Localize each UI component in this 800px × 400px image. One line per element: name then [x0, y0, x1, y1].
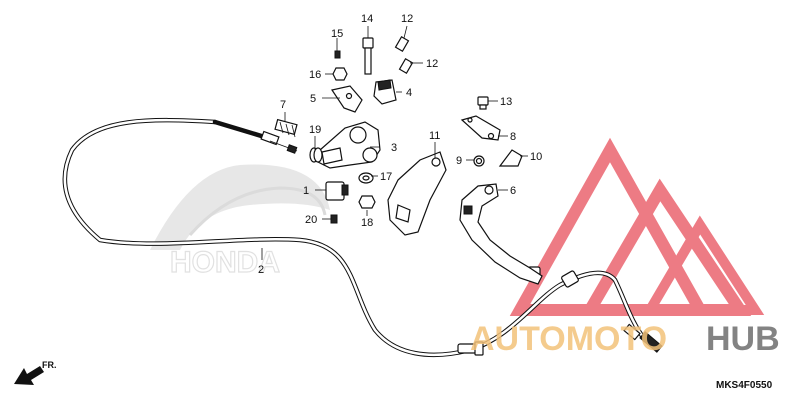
washer — [358, 172, 374, 184]
callout-6: 6 — [510, 185, 516, 197]
mounting-screw-lower — [398, 57, 414, 75]
front-label: FR. — [42, 360, 57, 370]
front-direction-indicator: FR. — [14, 360, 57, 385]
callout-4: 4 — [406, 87, 412, 99]
callout-17: 17 — [380, 171, 392, 183]
watermark-text-automoto: AUTOMOTO — [470, 320, 667, 358]
pivot-bolt — [477, 96, 489, 110]
bracket-plate — [331, 85, 363, 113]
switch-body — [373, 79, 397, 105]
callout-12-lower: 12 — [426, 58, 438, 70]
watermark-text: AUTOMOTO HUB — [470, 320, 780, 358]
callout-3: 3 — [391, 142, 397, 154]
callout-12-upper: 12 — [401, 13, 413, 25]
callout-9: 9 — [456, 155, 462, 167]
nut — [358, 195, 376, 209]
callout-2: 2 — [258, 264, 264, 276]
callout-19: 19 — [309, 124, 321, 136]
small-screw — [334, 50, 341, 59]
callout-15: 15 — [331, 28, 343, 40]
return-spring — [473, 155, 485, 167]
leader-lines — [261, 25, 528, 260]
callout-20: 20 — [305, 214, 317, 226]
callout-5: 5 — [310, 93, 316, 105]
clutch-lever-bracket — [317, 121, 381, 169]
oring — [309, 147, 323, 163]
honda-wing-logo: HONDA — [150, 164, 330, 280]
lever-plate — [460, 115, 501, 141]
hex-nut — [332, 67, 348, 81]
adjuster-bolt — [274, 118, 298, 138]
callout-13: 13 — [500, 96, 512, 108]
clutch-cable — [62, 117, 648, 357]
clutch-lever — [459, 183, 543, 285]
clutch-switch — [325, 181, 349, 201]
callout-1: 1 — [303, 185, 309, 197]
mounting-screw-upper — [394, 35, 410, 53]
callout-10: 10 — [530, 151, 542, 163]
diagram-code: MKS4F0550 — [716, 380, 773, 391]
watermark-triangle-logo — [509, 137, 765, 316]
callout-11: 11 — [429, 130, 440, 142]
cable-lower-end — [623, 323, 663, 353]
lever-cap — [498, 149, 523, 167]
callout-7: 7 — [280, 99, 286, 111]
switch-screw — [330, 214, 338, 224]
callout-14: 14 — [361, 13, 373, 25]
long-bolt — [362, 37, 374, 75]
callout-8: 8 — [510, 131, 516, 143]
watermark-text-hub: HUB — [706, 320, 780, 358]
front-arrow-icon — [14, 366, 44, 385]
lever-cover — [387, 151, 447, 236]
callout-16: 16 — [309, 69, 321, 81]
cable-upper-end — [212, 119, 298, 154]
callout-18: 18 — [361, 217, 373, 229]
